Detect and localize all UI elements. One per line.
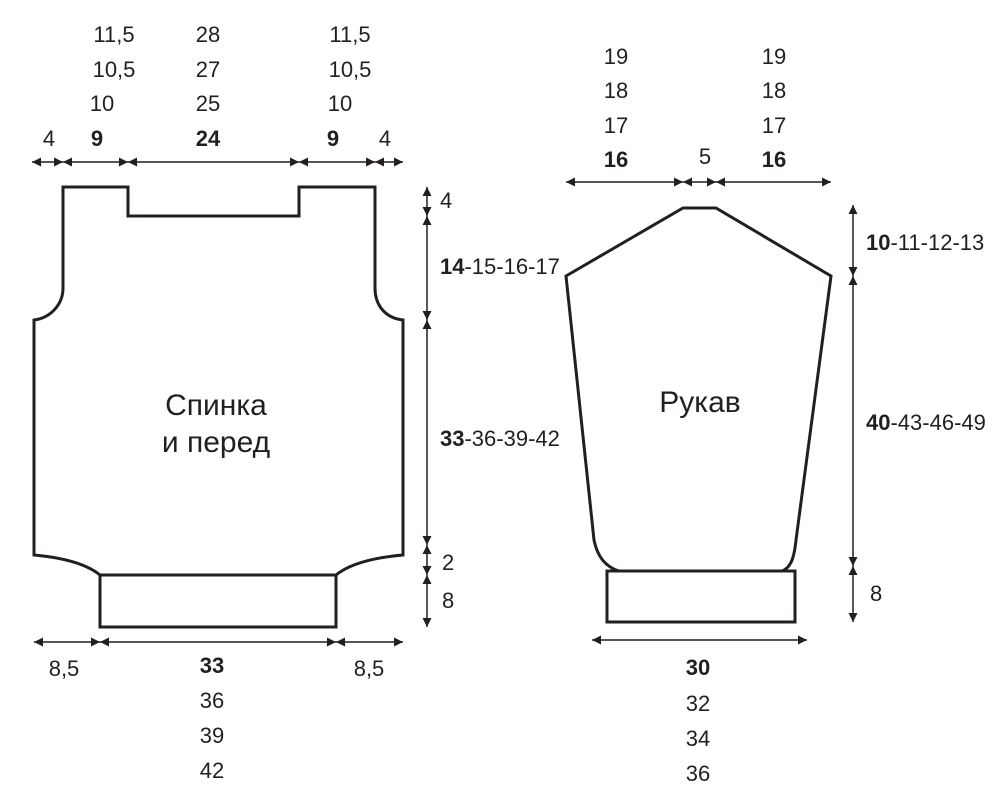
body-outline: [32, 185, 405, 629]
body-width-v4: 42: [200, 758, 224, 783]
sleeve-cuff-width-v4: 36: [686, 761, 710, 786]
sleeve-title: Рукав: [659, 386, 740, 419]
sleeve-cap-right-v1: 19: [762, 44, 786, 69]
body-neck-v4: 24: [196, 126, 221, 151]
sleeve-outline: [564, 206, 833, 624]
body-neck-depth: 4: [440, 188, 452, 213]
body-hip-shaping: 2: [442, 550, 454, 575]
body-shoulder-right-v2: 10,5: [329, 57, 372, 82]
sleeve-cap-right-v4: 16: [762, 147, 786, 172]
body-shoulder-left-v3: 10: [90, 91, 114, 116]
sleeve-cap-left-v1: 19: [604, 44, 628, 69]
body-width-v2: 36: [200, 688, 224, 713]
body-length-rest: -36-39-42: [464, 426, 559, 451]
sleeve-cap-right-v3: 17: [762, 113, 786, 138]
body-hip-side-left: 8,5: [49, 656, 80, 681]
body-shoulder-right-v3: 10: [328, 91, 352, 116]
body-shoulder-left-v1: 11,5: [93, 22, 134, 47]
sleeve-cap-left-v4: 16: [604, 147, 628, 172]
sleeve-cap-height-bold: 10: [866, 230, 890, 255]
body-title-line2: и перед: [162, 426, 270, 459]
sleeve-cap-height-label: 10-11-12-13: [866, 230, 984, 255]
sleeve-cuff-height: 8: [870, 581, 882, 606]
body-shoulder-left-v2: 10,5: [93, 57, 136, 82]
body-shoulder-right-v4: 9: [327, 126, 339, 151]
sleeve-cuff-width-v2: 32: [686, 691, 710, 716]
sleeve-cap-left-v3: 17: [604, 113, 628, 138]
sleeve-length-label: 40-43-46-49: [866, 410, 986, 435]
body-armhole-bold: 14: [440, 254, 465, 279]
sleeve-cuff-width-v1: 30: [686, 655, 710, 680]
sleeve-cap-height-rest: -11-12-13: [890, 230, 984, 255]
body-hip-side-right: 8,5: [354, 656, 385, 681]
body-length-label: 33-36-39-42: [440, 426, 560, 451]
sleeve-cuff-width-v3: 34: [686, 726, 710, 751]
body-width-v3: 39: [200, 723, 224, 748]
sleeve-cap-top: 5: [699, 144, 711, 169]
body-shoulder-right-v1: 11,5: [329, 22, 370, 47]
body-top-edge-right: 4: [379, 126, 391, 151]
body-armhole-rest: -15-16-17: [464, 254, 559, 279]
body-neck-v1: 28: [196, 22, 220, 47]
body-armhole-label: 14-15-16-17: [440, 254, 560, 279]
body-top-edge-left: 4: [43, 126, 55, 151]
body-neck-v2: 27: [196, 57, 220, 82]
sleeve-length-rest: -43-46-49: [890, 410, 985, 435]
body-neck-v3: 25: [196, 91, 220, 116]
body-title-line1: Спинка: [165, 389, 267, 422]
sleeve-length-bold: 40: [866, 410, 890, 435]
body-shoulder-left-v4: 9: [91, 126, 103, 151]
body-band-height: 8: [442, 588, 454, 613]
body-width-v1: 33: [200, 653, 224, 678]
sleeve-cap-right-v2: 18: [762, 78, 786, 103]
body-piece: [32, 185, 405, 629]
sleeve-cap-left-v2: 18: [604, 78, 628, 103]
sleeve-piece: [564, 206, 833, 624]
body-length-bold: 33: [440, 426, 464, 451]
